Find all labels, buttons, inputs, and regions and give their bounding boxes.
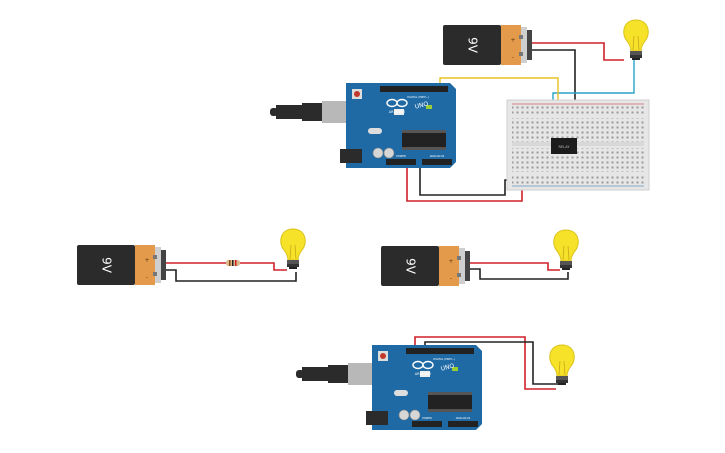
resistor [226, 260, 240, 266]
battery-label: 9V [100, 257, 114, 274]
relay: RELAY [551, 138, 577, 154]
bulb-top [623, 19, 649, 61]
wire-red-5v [406, 166, 523, 202]
arduino-brand: ARDUINO [389, 110, 406, 114]
arduino-header-analog: ANALOG IN [430, 154, 444, 158]
arduino-header-power: POWER [422, 416, 432, 420]
arduino-top: ARDUINO UNO DIGITAL (PWM~) POWER ANALOG … [269, 82, 457, 169]
bottom-circuit: ARDUINO UNO DIGITAL (PWM~) POWER ANALOG … [295, 336, 575, 431]
arduino-bottom: ARDUINO UNO DIGITAL (PWM~) POWER ANALOG … [295, 344, 483, 431]
battery-middle-left: 9V [77, 245, 166, 285]
wire-red-top-battery [530, 42, 624, 61]
top-circuit: RELAY 9V ARDUINO UNO DIGITAL (PWM~) POWE… [269, 19, 650, 202]
breadboard [506, 99, 650, 191]
battery-label: 9V [466, 37, 480, 54]
arduino-model: UNO [414, 100, 429, 110]
arduino-header-analog: ANALOG IN [456, 416, 470, 420]
arduino-brand: ARDUINO [415, 372, 432, 376]
arduino-header-digital: DIGITAL (PWM~) [433, 357, 455, 361]
arduino-model: UNO [440, 362, 455, 372]
wire-red-bottom [414, 336, 556, 390]
wire-black-mid-right [470, 268, 569, 280]
middle-left-circuit: 9V [77, 228, 306, 285]
wire-black-mid-left [166, 269, 297, 282]
arduino-header-digital: DIGITAL (PWM~) [407, 95, 429, 99]
battery-top: 9V [443, 25, 532, 65]
wire-red-resistor-bulb [240, 262, 287, 271]
wire-black-bottom [424, 341, 566, 385]
wire-red-mid-right [470, 262, 560, 271]
battery-label: 9V [404, 258, 418, 275]
middle-right-circuit: 9V [381, 229, 579, 286]
bulb-middle-right [553, 229, 579, 271]
bulb-middle-left [280, 228, 306, 270]
bulb-bottom [549, 344, 575, 386]
arduino-header-power: POWER [396, 154, 406, 158]
battery-middle-right: 9V [381, 246, 470, 286]
relay-label: RELAY [559, 145, 571, 149]
